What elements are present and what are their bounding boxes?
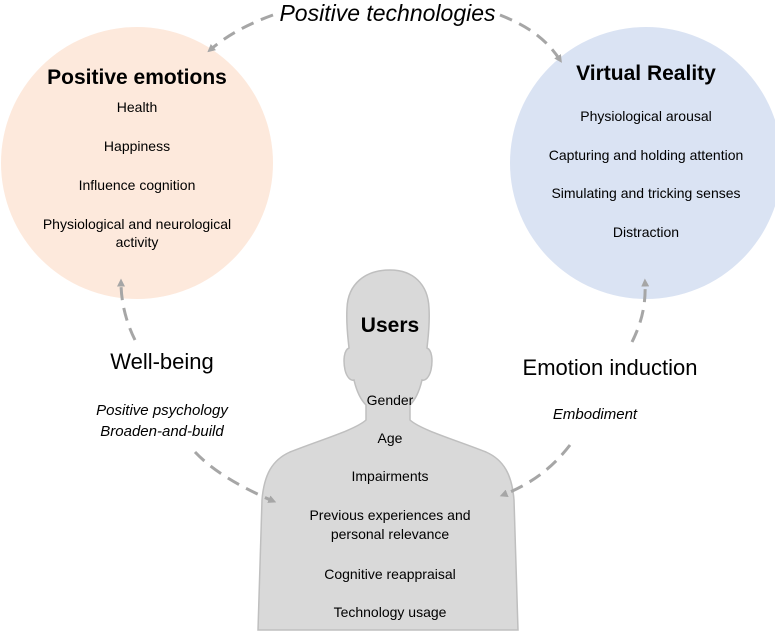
positive-emotions-item-happiness: Happiness	[103, 138, 171, 154]
virtual-reality-item-distraction: Distraction	[612, 224, 680, 240]
arrow-to-virtual-reality	[499, 13, 562, 63]
users-item-impairments: Impairments	[351, 468, 429, 484]
positive-emotions-title: Positive emotions	[47, 66, 227, 89]
arrow-to-positive-emotions	[207, 13, 274, 53]
virtual-reality-circle	[510, 27, 775, 299]
arrow-to-virtual-reality-from-users	[630, 278, 650, 343]
broaden-and-build-label: Broaden-and-build	[100, 423, 224, 440]
virtual-reality-item-capturing-attention: Capturing and holding attention	[548, 147, 744, 163]
emotion-induction-label: Emotion induction	[522, 355, 698, 380]
users-item-cognitive-reappraisal: Cognitive reappraisal	[324, 566, 456, 582]
virtual-reality-title: Virtual Reality	[576, 62, 716, 85]
positive-emotions-item-health: Health	[116, 99, 158, 115]
users-item-previous-experiences: Previous experiences and personal releva…	[309, 507, 471, 542]
arrow-to-positive-emotions-from-users	[117, 278, 137, 341]
positive-emotions-item-influence-cognition: Influence cognition	[78, 177, 196, 193]
positive-emotions-item-physiological-activity: Physiological and neurological activity	[42, 216, 232, 250]
arrow-to-users-right	[499, 444, 572, 498]
users-item-technology-usage: Technology usage	[333, 604, 447, 620]
embodiment-label: Embodiment	[552, 406, 638, 423]
users-item-gender: Gender	[366, 392, 414, 408]
positive-psychology-label: Positive psychology	[96, 402, 228, 419]
users-title: Users	[360, 314, 420, 337]
user-silhouette	[257, 269, 519, 631]
virtual-reality-item-simulating-senses: Simulating and tricking senses	[551, 185, 741, 201]
positive-emotions-circle	[1, 27, 273, 299]
users-item-age: Age	[377, 430, 403, 446]
well-being-label: Well-being	[110, 349, 214, 374]
positive-technologies-label: Positive technologies	[279, 0, 496, 26]
virtual-reality-item-physiological-arousal: Physiological arousal	[580, 108, 712, 124]
arrow-to-users-left	[193, 450, 277, 503]
